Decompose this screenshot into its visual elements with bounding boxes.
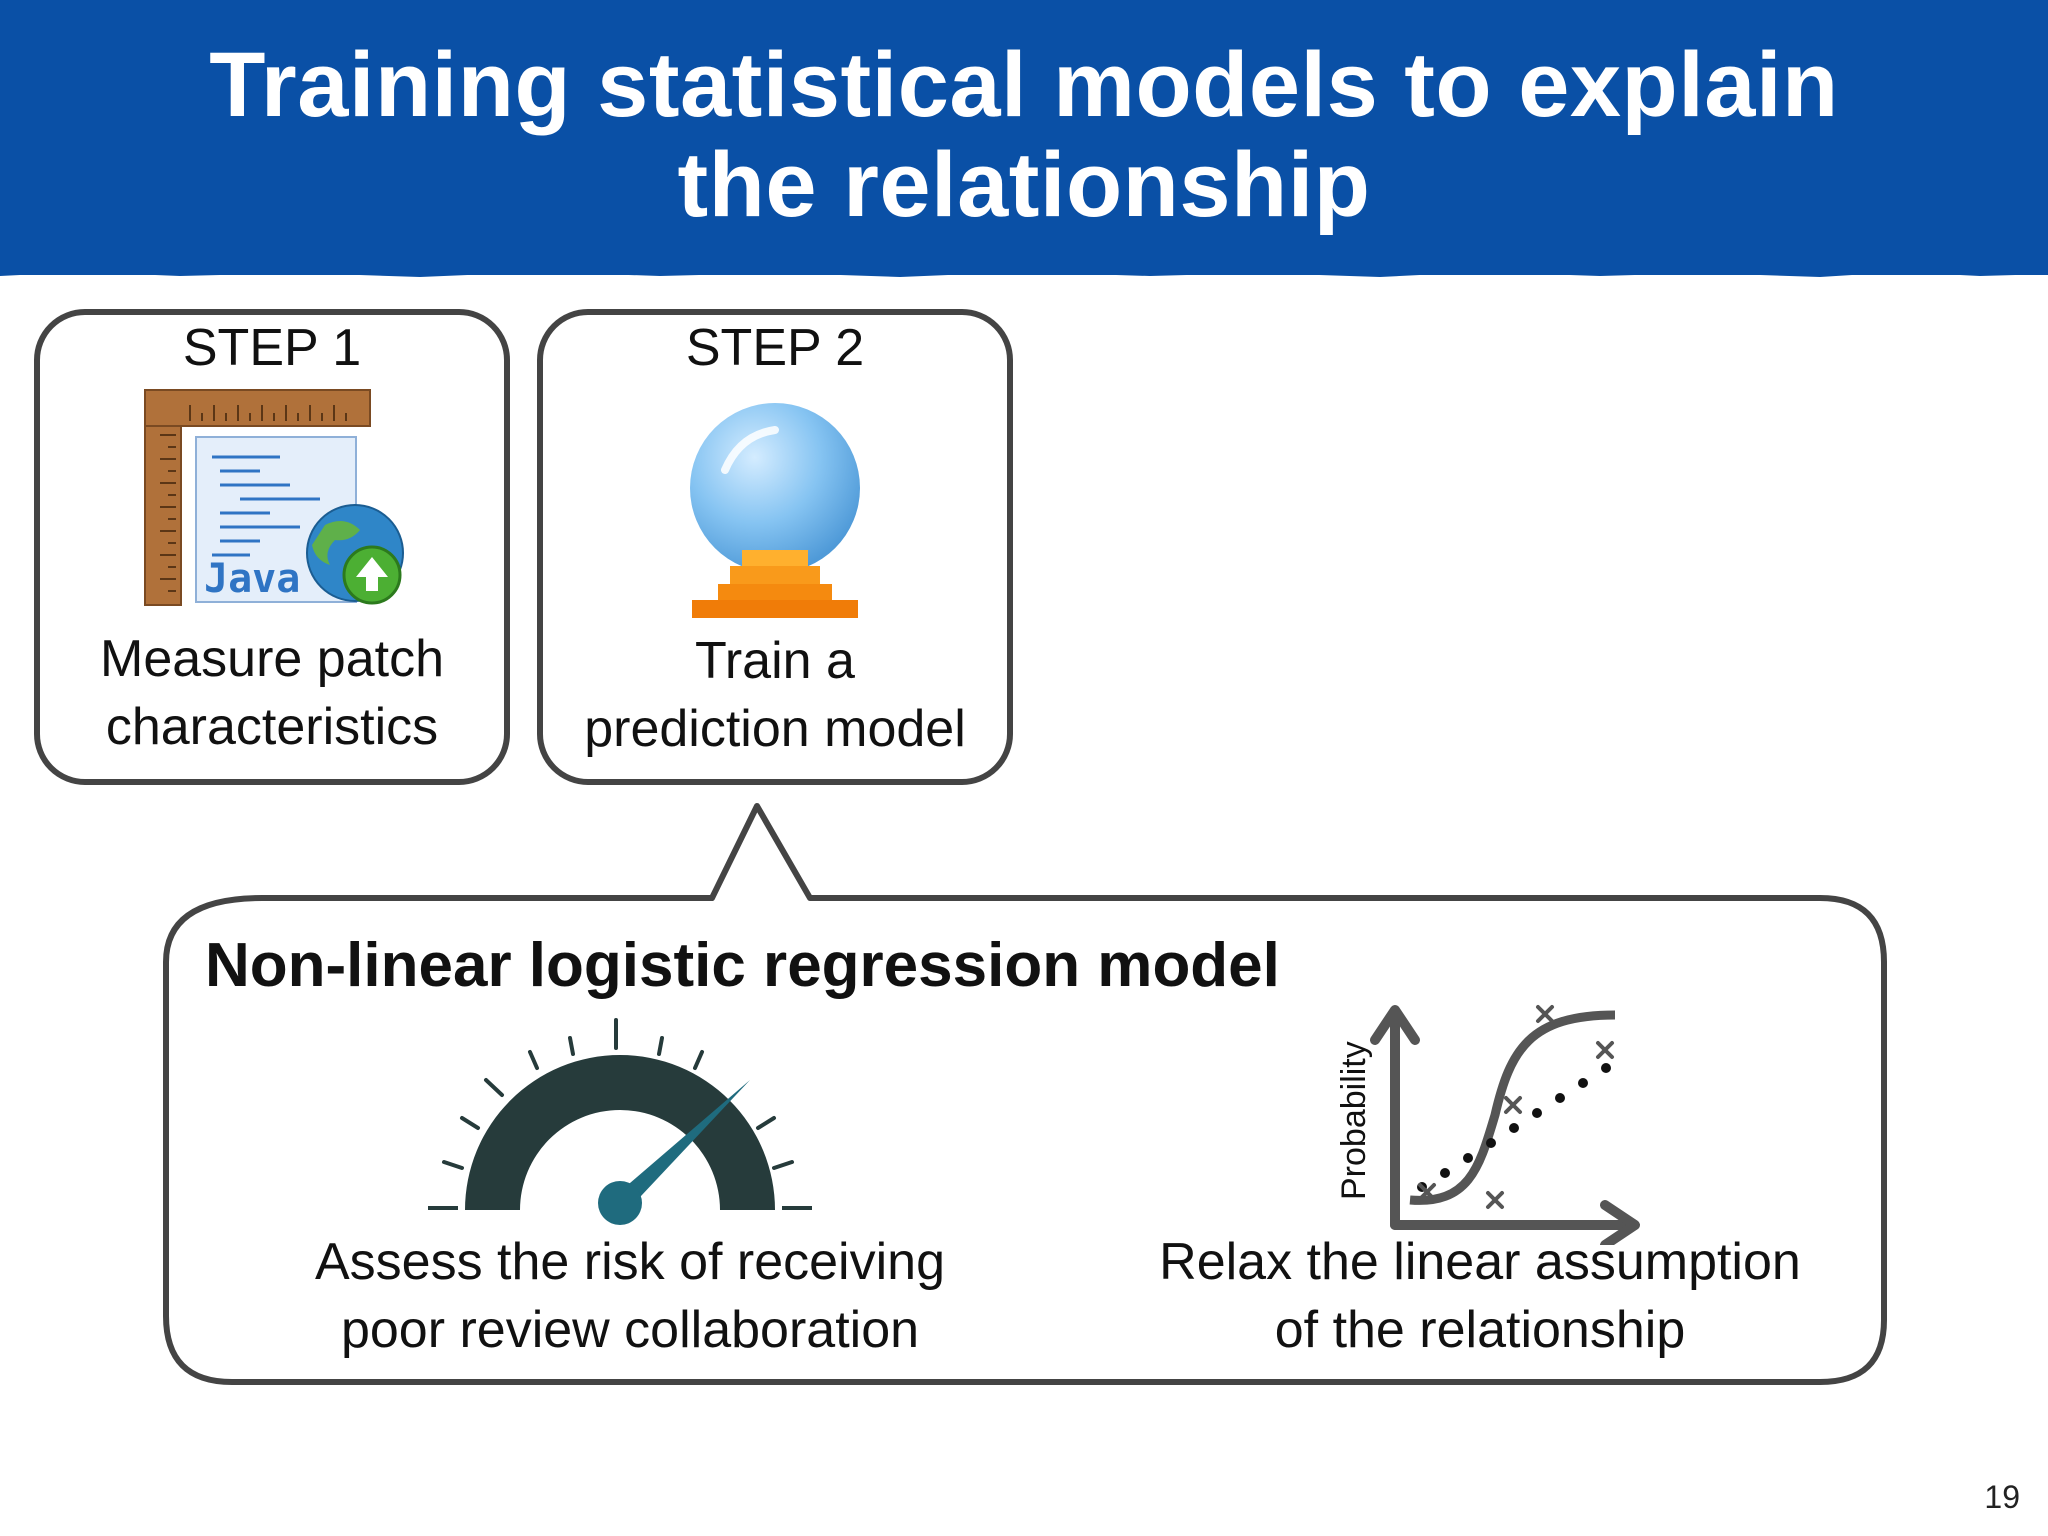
curve-caption: Relax the linear assumption of the relat… — [1095, 1228, 1865, 1364]
step2-box — [537, 309, 1013, 785]
step1-caption-line1: Measure patch — [100, 630, 444, 688]
step1-caption: Measure patch characteristics — [37, 625, 507, 761]
step2-label: STEP 2 — [685, 319, 865, 377]
step1-caption-line2: characteristics — [105, 698, 439, 756]
slide-title: Training statistical models to explain t… — [60, 35, 1988, 235]
page-number: 19 — [1984, 1479, 2020, 1515]
gauge-caption-line1: Assess the risk of receiving — [314, 1233, 946, 1291]
gauge-caption-line2: poor review collaboration — [340, 1301, 920, 1359]
banner-rough-edge — [0, 262, 2048, 277]
speedometer-gauge-icon — [428, 1018, 812, 1225]
model-title: Non-linear logistic regression model — [205, 931, 1280, 1000]
logistic-curve-plot-icon: Probability — [1335, 1005, 1640, 1245]
curve-caption-line1: Relax the linear assumption — [1159, 1233, 1801, 1291]
slide-title-line2: the relationship — [677, 134, 1371, 236]
gauge-caption: Assess the risk of receiving poor review… — [250, 1228, 1010, 1364]
crystal-ball-icon — [690, 403, 860, 618]
step2-caption-line2: prediction model — [584, 700, 966, 758]
probability-axis-label: Probability — [1335, 1041, 1373, 1200]
curve-caption-line2: of the relationship — [1274, 1301, 1686, 1359]
step1-box — [34, 309, 510, 785]
step2-caption-line1: Train a — [695, 632, 855, 690]
slide-title-line1: Training statistical models to explain — [209, 34, 1839, 136]
java-measurement-icon: Java — [144, 389, 404, 606]
model-callout-box — [163, 803, 1887, 1385]
step2-caption: Train a prediction model — [540, 627, 1010, 763]
java-text: Java — [204, 556, 300, 602]
title-banner: Training statistical models to explain t… — [0, 0, 2048, 275]
step1-label: STEP 1 — [182, 319, 362, 377]
